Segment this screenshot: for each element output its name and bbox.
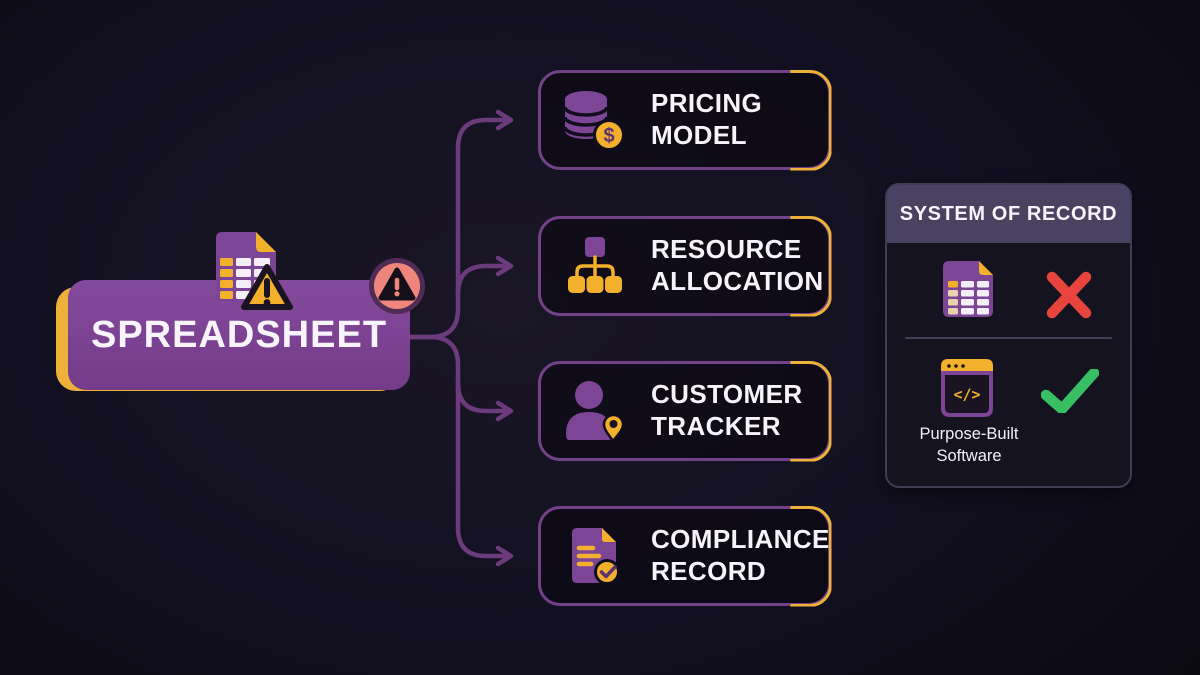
card-label-pricing-model: PRICING MODEL (651, 88, 762, 151)
org-chart-icon (568, 237, 622, 293)
connector-resource-allocation (455, 263, 510, 297)
card-label-line1: RESOURCE (651, 234, 802, 265)
panel-header: SYSTEM OF RECORD (887, 185, 1130, 243)
arrowhead-pricing-model (495, 109, 514, 131)
person-location-icon (566, 381, 625, 442)
card-label-line1: COMPLIANCE (651, 524, 830, 555)
flow-card-resource-allocation: RESOURCE ALLOCATION (538, 216, 831, 316)
card-label-line2: TRACKER (651, 411, 781, 441)
spreadsheet-label: SPREADSHEET (90, 313, 388, 356)
connector-compliance-record (407, 334, 510, 559)
red-x-icon (1046, 271, 1092, 319)
database-dollar-icon: $ (563, 91, 625, 151)
caption-line2: Software (936, 447, 1002, 466)
panel-divider (905, 337, 1112, 339)
connector-pricing-model (407, 117, 510, 340)
svg-text:$: $ (603, 125, 614, 147)
system-of-record-panel: SYSTEM OF RECORD </> Purpose (885, 183, 1132, 488)
connector-customer-tracker (455, 380, 510, 414)
card-label-line2: RECORD (651, 556, 767, 586)
arrowhead-customer-tracker (495, 400, 514, 422)
spreadsheet-icon (943, 261, 993, 317)
spreadsheet-file-icon (216, 232, 276, 302)
card-label-customer-tracker: CUSTOMER TRACKER (651, 379, 803, 442)
arrowhead-compliance-record (495, 545, 514, 567)
card-label-line2: MODEL (651, 120, 747, 150)
card-label-line1: PRICING (651, 88, 763, 119)
card-label-compliance-record: COMPLIANCE RECORD (651, 524, 830, 587)
flow-card-customer-tracker: CUSTOMER TRACKER (538, 361, 831, 461)
card-label-resource-allocation: RESOURCE ALLOCATION (651, 234, 824, 297)
card-label-line1: CUSTOMER (651, 379, 803, 410)
flow-card-compliance-record: COMPLIANCE RECORD (538, 506, 831, 606)
document-check-icon (572, 528, 620, 585)
green-check-icon (1041, 369, 1099, 413)
flow-card-pricing-model: $ PRICING MODEL (538, 70, 831, 170)
code-window-icon: </> (941, 359, 993, 417)
warning-triangle-icon (241, 264, 293, 310)
purpose-built-software-caption: Purpose-Built Software (893, 423, 1045, 468)
svg-text:</>: </> (953, 386, 980, 404)
alert-badge-icon (369, 258, 425, 314)
panel-title: SYSTEM OF RECORD (899, 202, 1118, 225)
card-label-line2: ALLOCATION (651, 266, 824, 296)
caption-line1: Purpose-Built (919, 425, 1019, 443)
arrowhead-resource-allocation (495, 255, 514, 277)
